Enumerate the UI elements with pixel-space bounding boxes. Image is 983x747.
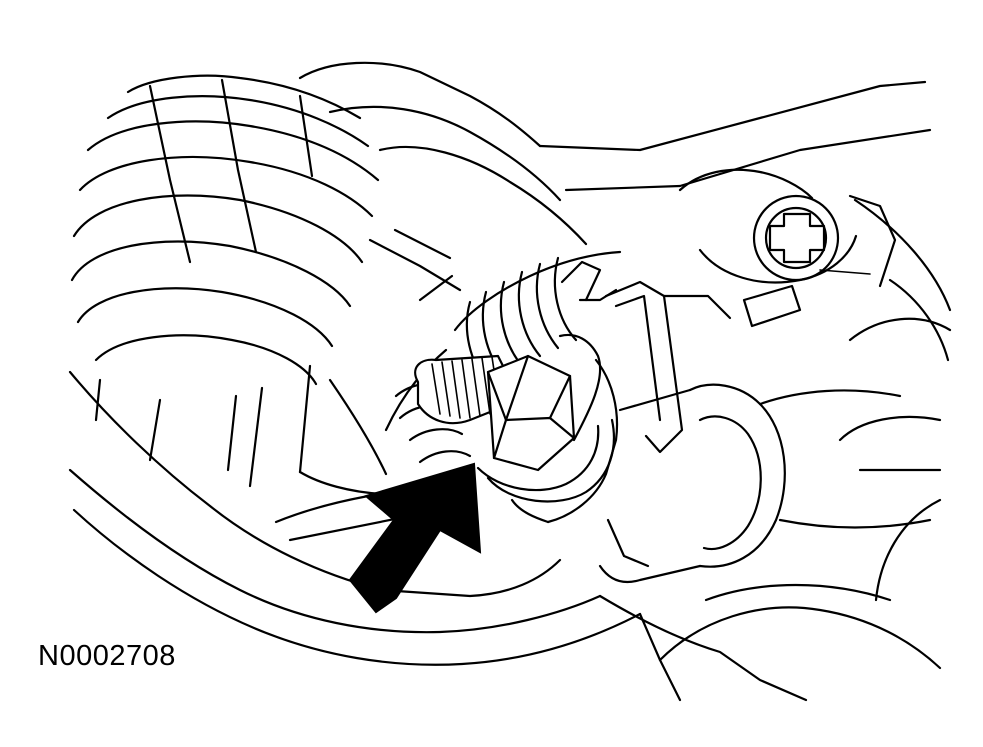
figure-id-label: N0002708 <box>38 640 176 672</box>
pointer-arrow-icon <box>348 462 482 614</box>
upper-frame <box>298 61 932 302</box>
tie-rod-end <box>678 168 952 328</box>
spring-housing <box>70 74 380 386</box>
tie-rod-stud-and-nut <box>414 333 619 524</box>
mounting-bracket <box>604 280 732 454</box>
rack-boot <box>384 250 622 464</box>
lower-left-structure <box>94 364 388 496</box>
strut-body <box>598 383 932 584</box>
right-contours <box>838 278 952 472</box>
